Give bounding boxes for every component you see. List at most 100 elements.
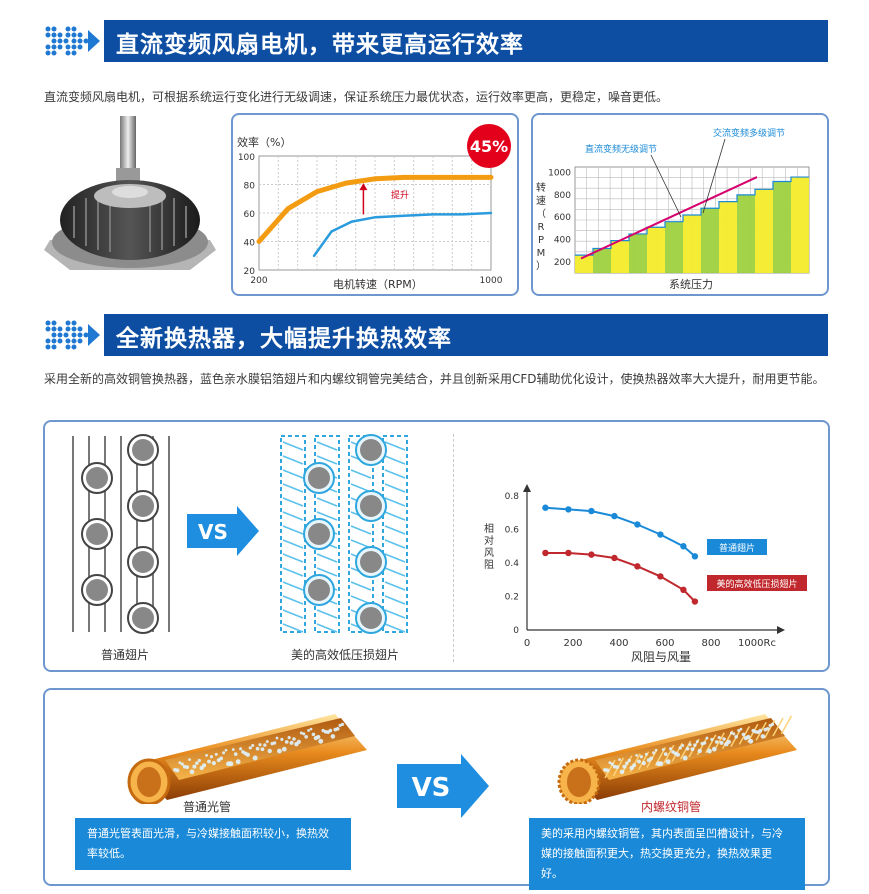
- bubble: [275, 736, 279, 740]
- bubble: [311, 732, 316, 737]
- bubble: [678, 746, 682, 750]
- bubble: [252, 755, 258, 761]
- resistance-point: [657, 531, 664, 538]
- tube-core: [360, 607, 382, 629]
- resistance-point: [542, 504, 549, 511]
- bubble: [635, 754, 638, 757]
- section1-description: 直流变频风扇电机，可根据系统运行变化进行无级调速，保证系统压力最优状态，运行效率…: [44, 90, 669, 104]
- dc-stepless-line: [580, 176, 758, 260]
- groove-line: [671, 742, 683, 762]
- louver-line: [316, 609, 338, 619]
- divider: [453, 434, 455, 662]
- louvered-fin: [382, 435, 408, 633]
- speed-y-tick: 800: [554, 191, 571, 201]
- bubble: [641, 761, 646, 766]
- efficiency-y-tick: 100: [238, 153, 255, 163]
- bubble: [335, 727, 340, 731]
- dc-fan-motor-image: [44, 116, 216, 270]
- tube-core: [308, 579, 330, 601]
- bubble: [205, 754, 208, 757]
- bubble: [309, 727, 313, 731]
- resistance-x-tick: 0: [524, 638, 530, 649]
- efficiency-y-tick: 20: [244, 267, 256, 277]
- efficient-fin-diagram: [280, 434, 408, 634]
- groove-line: [772, 717, 784, 737]
- grooved-tube-caption: 内螺纹铜管: [641, 800, 702, 814]
- bubble: [180, 762, 184, 766]
- louver-line: [316, 455, 338, 465]
- efficiency-x-tick: 1000: [480, 276, 503, 286]
- bubble: [224, 748, 228, 752]
- bubble: [233, 752, 238, 756]
- bubble: [188, 758, 191, 762]
- resistance-y-tick: 0.4: [505, 559, 520, 569]
- bubble: [299, 731, 303, 735]
- tube-core: [86, 467, 108, 489]
- bubble: [685, 746, 690, 751]
- bubble: [296, 739, 301, 744]
- louver-line: [316, 553, 338, 563]
- bubble: [610, 762, 614, 766]
- groove-line: [663, 744, 675, 764]
- bubble: [185, 765, 190, 770]
- louver-line: [384, 483, 406, 493]
- bubble: [649, 756, 654, 761]
- efficiency-x-axis-label: 电机转速（RPM）: [333, 277, 423, 291]
- bubble: [760, 734, 766, 739]
- efficient-fin-legend: 美的高效低压损翅片: [716, 578, 797, 590]
- resistance-point: [634, 563, 641, 570]
- bubble: [737, 729, 740, 732]
- bubble: [318, 738, 324, 744]
- tube-core: [86, 523, 108, 545]
- bubble: [195, 761, 199, 765]
- bubble: [748, 738, 754, 744]
- louver-line: [384, 511, 406, 521]
- bubble: [746, 734, 751, 740]
- bubble: [235, 759, 241, 765]
- vs-arrow-icon: VS: [187, 506, 259, 556]
- bubble: [202, 763, 207, 768]
- efficiency-improve-label: 提升: [391, 190, 409, 201]
- louver-line: [282, 581, 304, 591]
- bubble: [289, 740, 294, 745]
- speed-bar: [611, 240, 629, 273]
- resistance-series-line: [545, 552, 696, 603]
- bubble: [280, 737, 284, 742]
- bubble: [615, 765, 620, 770]
- bubble: [330, 734, 336, 739]
- section2-title: 全新换热器，大幅提升换热效率: [116, 326, 452, 352]
- efficiency-y-tick: 60: [244, 210, 256, 220]
- bubble: [265, 740, 269, 744]
- bubble: [231, 748, 235, 751]
- bubble: [682, 755, 688, 761]
- tube-core: [360, 439, 382, 461]
- bubble: [719, 740, 724, 745]
- louver-line: [384, 539, 406, 549]
- normal-fin-caption: 普通翅片: [101, 648, 150, 662]
- tube-comparison-card: 普通光管 普通光管表面光滑，与冷媒接触面积较小，换热效率较低。 VS 内螺纹铜管…: [43, 688, 830, 890]
- bubble: [729, 731, 733, 735]
- section1-banner: 直流变频风扇电机，带来更高运行效率: [42, 20, 828, 62]
- louver-line: [350, 581, 372, 591]
- speed-bar: [755, 189, 773, 273]
- louver-line: [282, 609, 304, 619]
- svg-text:P: P: [538, 235, 544, 246]
- plain-tube-caption: 普通光管: [183, 800, 232, 814]
- louver-line: [384, 595, 406, 605]
- svg-text:转: 转: [536, 181, 546, 194]
- speed-y-tick: 600: [554, 213, 571, 223]
- louver-line: [282, 623, 304, 633]
- bubble: [625, 761, 629, 765]
- bubble: [219, 756, 224, 761]
- louvered-fin: [348, 435, 374, 633]
- efficiency-badge-icon: [467, 124, 511, 168]
- louver-line: [282, 497, 304, 507]
- tube-core: [132, 551, 154, 573]
- louvered-fin: [314, 435, 340, 633]
- bubble: [272, 741, 277, 745]
- bubble: [209, 755, 214, 759]
- bubble: [316, 734, 321, 740]
- bubble: [717, 735, 721, 740]
- bubble: [675, 752, 680, 757]
